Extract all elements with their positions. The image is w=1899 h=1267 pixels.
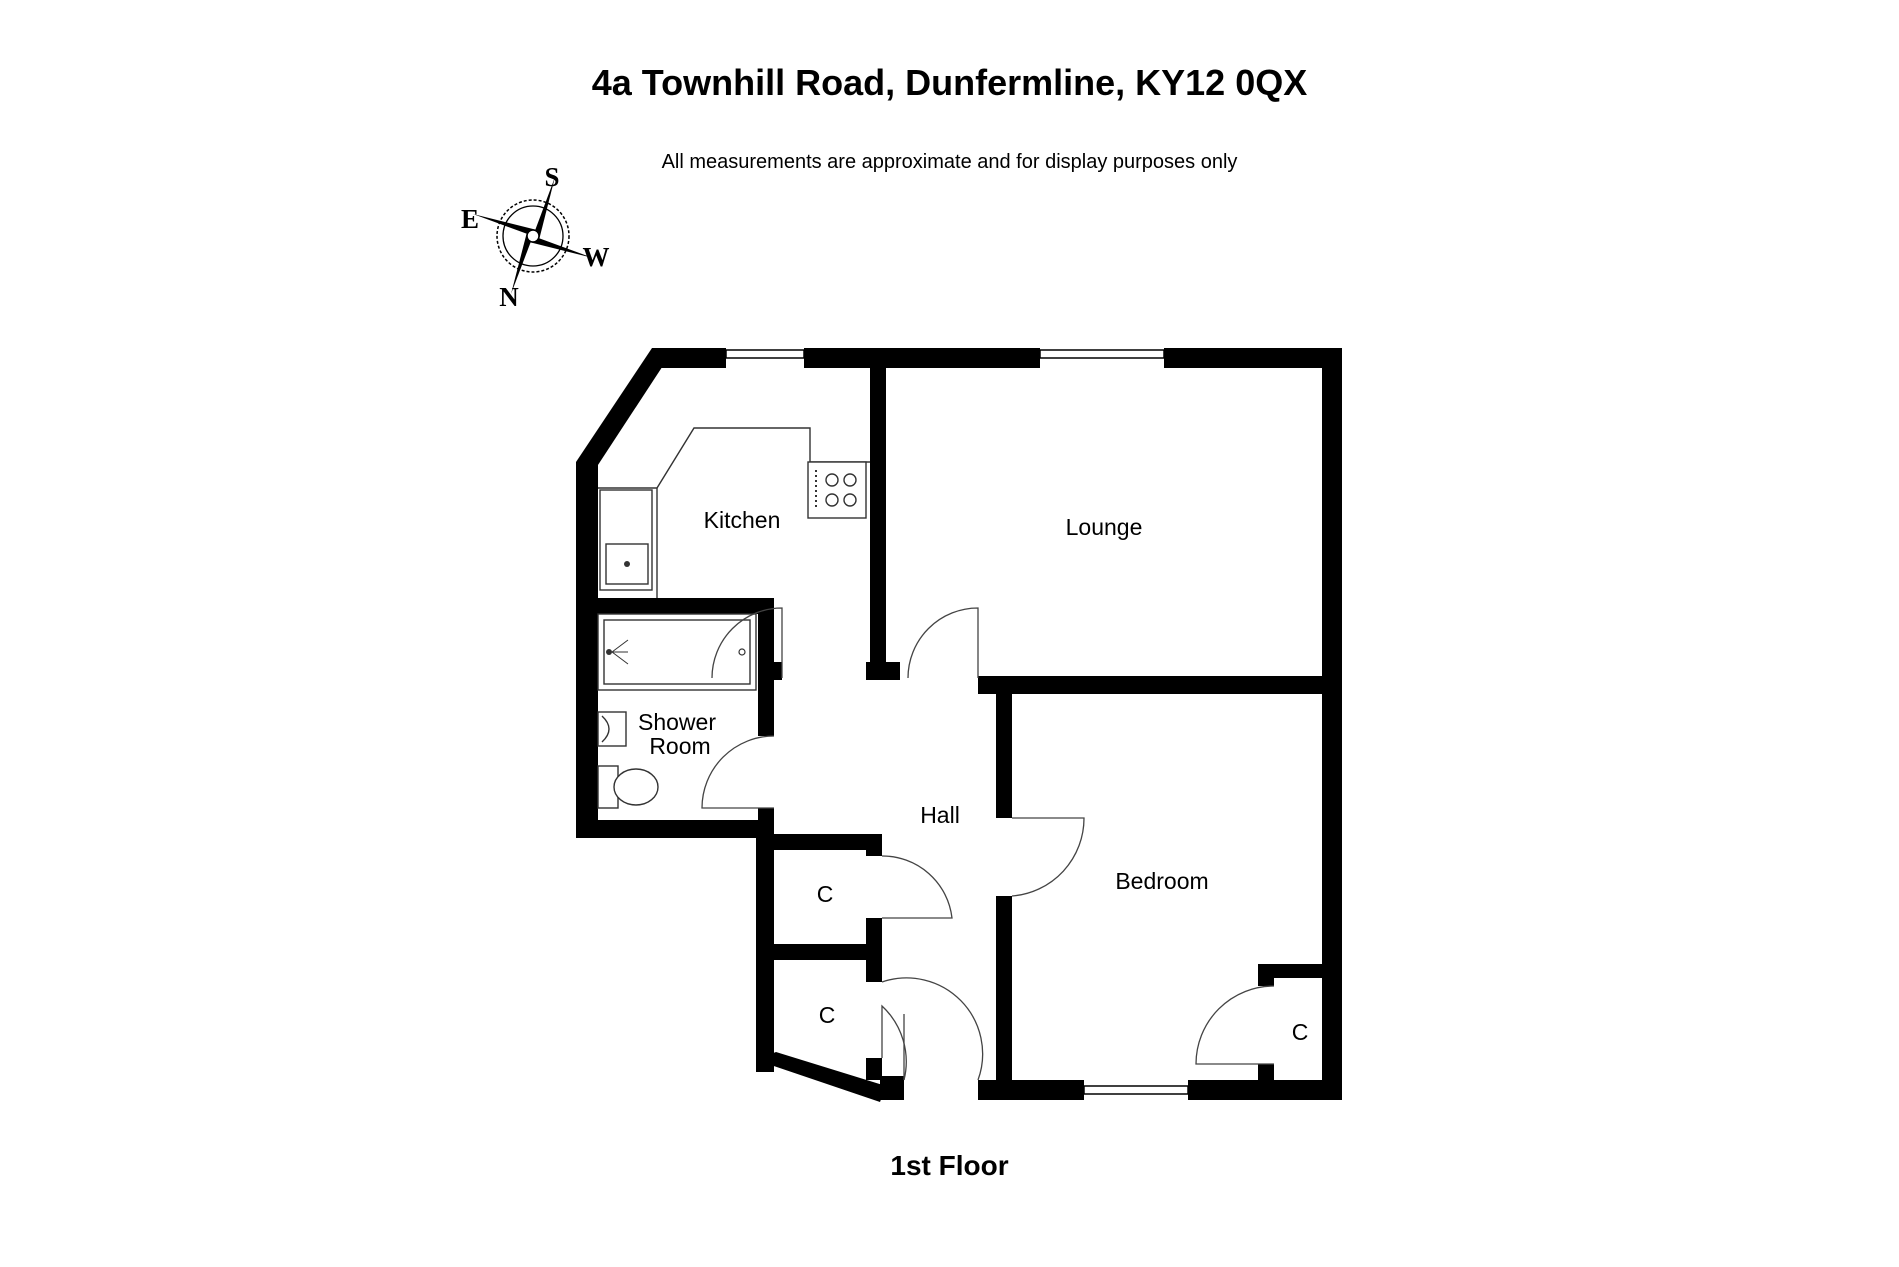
- door-lounge[interactable]: [907, 607, 979, 679]
- floor-label: 1st Floor: [890, 1150, 1009, 1181]
- label-cupboard-upper: C: [817, 881, 834, 907]
- disclaimer-text: All measurements are approximate and for…: [661, 151, 1238, 173]
- hob-ring-4: [843, 493, 857, 507]
- wall-kitchen-shower: [598, 598, 774, 614]
- shower-head: [606, 649, 612, 655]
- compass-letter-bottom: N: [499, 282, 519, 312]
- door-cupboard-bedroom[interactable]: [1195, 985, 1275, 1065]
- hob-ring-3: [825, 493, 839, 507]
- hob-ring-2: [843, 473, 857, 487]
- washbasin-bowl: [601, 715, 610, 743]
- compass-rose: S E W N: [461, 162, 610, 312]
- wall-cupboard-divider: [756, 944, 882, 960]
- label-cupboard-bedroom: C: [1292, 1019, 1309, 1045]
- kitchen-fittings: [598, 427, 870, 598]
- label-shower-room-line1: Shower: [638, 709, 716, 735]
- doors: [701, 607, 1275, 1081]
- door-shower-room[interactable]: [701, 735, 775, 809]
- wall-shower-right: [758, 598, 774, 736]
- wall-top-mid: [804, 348, 1040, 368]
- wall-cupboard2-right-stub: [866, 1058, 882, 1080]
- compass-needle-n: [511, 232, 533, 294]
- kitchen-hob: [807, 461, 867, 519]
- door-kitchen[interactable]: [711, 607, 783, 679]
- wall-kitchen-diagonal: [576, 348, 670, 468]
- wall-bottom-left: [978, 1080, 1084, 1100]
- wall-cupboard-right-mid: [866, 918, 882, 982]
- wall-shower-bottom: [576, 820, 772, 838]
- window-bedroom: [1083, 1085, 1189, 1095]
- compass-needle-e: [473, 214, 537, 236]
- label-bedroom: Bedroom: [1115, 868, 1208, 894]
- wall-entrance-left: [880, 1076, 904, 1100]
- shower-tray-inner: [603, 619, 751, 685]
- toilet-bowl: [613, 768, 659, 806]
- door-cupboard-upper[interactable]: [881, 855, 953, 919]
- compass-needle-w: [529, 236, 593, 258]
- wall-right-outer: [1322, 348, 1342, 1100]
- shower-drain: [738, 648, 746, 656]
- wall-bedroom-cupboard-left-stub: [1258, 964, 1274, 986]
- wall-bedroom-cupboard-left-bottom: [1258, 1064, 1274, 1082]
- wall-kitchen-lounge: [870, 360, 886, 678]
- wall-shower-right-lower: [758, 808, 774, 838]
- compass-center: [526, 229, 540, 243]
- wall-bedroom-left-lower: [996, 896, 1012, 1080]
- compass-letter-top: S: [544, 162, 559, 192]
- shower-room-fittings: [597, 613, 757, 809]
- door-bedroom[interactable]: [1011, 817, 1085, 897]
- page-title: 4a Townhill Road, Dunfermline, KY12 0QX: [591, 62, 1308, 103]
- door-entrance[interactable]: [881, 1004, 907, 1081]
- door-front-swing[interactable]: [881, 977, 984, 1081]
- window-kitchen: [725, 349, 805, 359]
- wall-cupboard1-top: [756, 834, 866, 850]
- window-lounge: [1039, 349, 1165, 359]
- label-cupboard-lower: C: [819, 1002, 836, 1028]
- label-kitchen: Kitchen: [704, 507, 781, 533]
- compass-letter-right: W: [583, 242, 610, 272]
- wall-lounge-bottom: [978, 676, 1342, 694]
- compass-needle-s: [533, 177, 555, 240]
- label-hall: Hall: [920, 802, 960, 828]
- hob-ring-1: [825, 473, 839, 487]
- wall-top-left: [652, 348, 726, 368]
- compass-outer-ring: [496, 199, 570, 273]
- compass-inner-ring: [502, 205, 564, 267]
- wall-left-outer: [576, 462, 598, 838]
- wall-bedroom-left-upper: [996, 692, 1012, 818]
- wall-cupboard1-right-stub: [866, 834, 882, 856]
- kitchen-sink-drain: [624, 561, 630, 567]
- compass-letter-left: E: [461, 204, 479, 234]
- wall-kitchen-door-stub-r: [866, 662, 900, 680]
- shower-spray: [611, 639, 629, 665]
- walls: [576, 348, 1342, 1102]
- wall-bottom-right: [1188, 1080, 1342, 1100]
- wall-top-right: [1164, 348, 1342, 368]
- label-shower-room-line2: Room: [649, 733, 710, 759]
- wall-bedroom-cupboard-top: [1258, 964, 1342, 978]
- label-lounge: Lounge: [1066, 514, 1143, 540]
- wall-cupboard-diagonal: [756, 1052, 886, 1102]
